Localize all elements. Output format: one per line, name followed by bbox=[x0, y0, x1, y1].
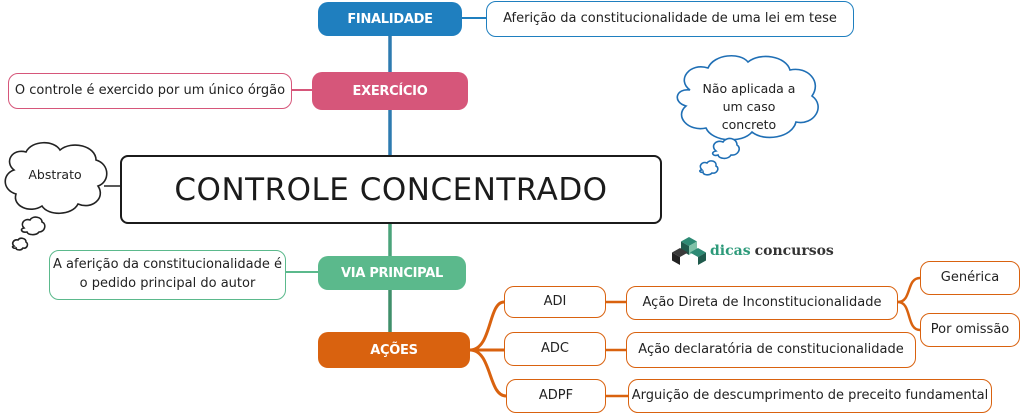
thought-cloud-nao-aplicada bbox=[676, 55, 819, 176]
cloud-line-1: Não aplicada a bbox=[702, 81, 796, 96]
cube-logo-icon bbox=[672, 237, 706, 265]
via-principal-line-2: o pedido principal do autor bbox=[79, 276, 256, 291]
acao-adi-sigla: ADI bbox=[504, 286, 606, 318]
central-topic: CONTROLE CONCENTRADO bbox=[120, 155, 662, 224]
via-principal-line-1: A aferição da constitucionalidade é bbox=[53, 257, 282, 273]
acao-adc-nome: Ação declaratória de constitucionalidade bbox=[626, 332, 916, 368]
finalidade-text: Aferição da constitucionalidade de uma l… bbox=[486, 1, 854, 37]
thought-cloud-abstrato bbox=[4, 141, 108, 251]
acao-adc-sigla: ADC bbox=[504, 332, 606, 366]
adi-subtipo-omissao: Por omissão bbox=[920, 313, 1020, 347]
logo-part-2: concursos bbox=[754, 243, 834, 259]
cloud-nao-aplicada-text: Não aplicada a um caso concreto bbox=[694, 80, 804, 134]
acao-adi-nome: Ação Direta de Inconstitucionalidade bbox=[626, 286, 898, 320]
finalidade-label: FINALIDADE bbox=[318, 2, 462, 36]
exercicio-label: EXERCÍCIO bbox=[312, 72, 468, 110]
acao-adpf-sigla: ADPF bbox=[506, 379, 606, 413]
abstrato-text: Abstrato bbox=[28, 167, 82, 182]
via-principal-text: A aferição da constitucionalidade é o pe… bbox=[49, 250, 286, 300]
exercicio-text: O controle é exercido por um único órgão bbox=[8, 73, 292, 109]
acao-adpf-nome: Arguição de descumprimento de preceito f… bbox=[628, 379, 992, 413]
acoes-label: AÇÕES bbox=[318, 332, 470, 368]
via-principal-label: VIA PRINCIPAL bbox=[318, 256, 466, 290]
cloud-line-2: um caso concreto bbox=[721, 99, 777, 133]
adi-subtipo-generica: Genérica bbox=[920, 261, 1020, 295]
logo-part-1: dicas bbox=[710, 243, 751, 259]
brand-logo: dicas concursos bbox=[672, 236, 834, 266]
